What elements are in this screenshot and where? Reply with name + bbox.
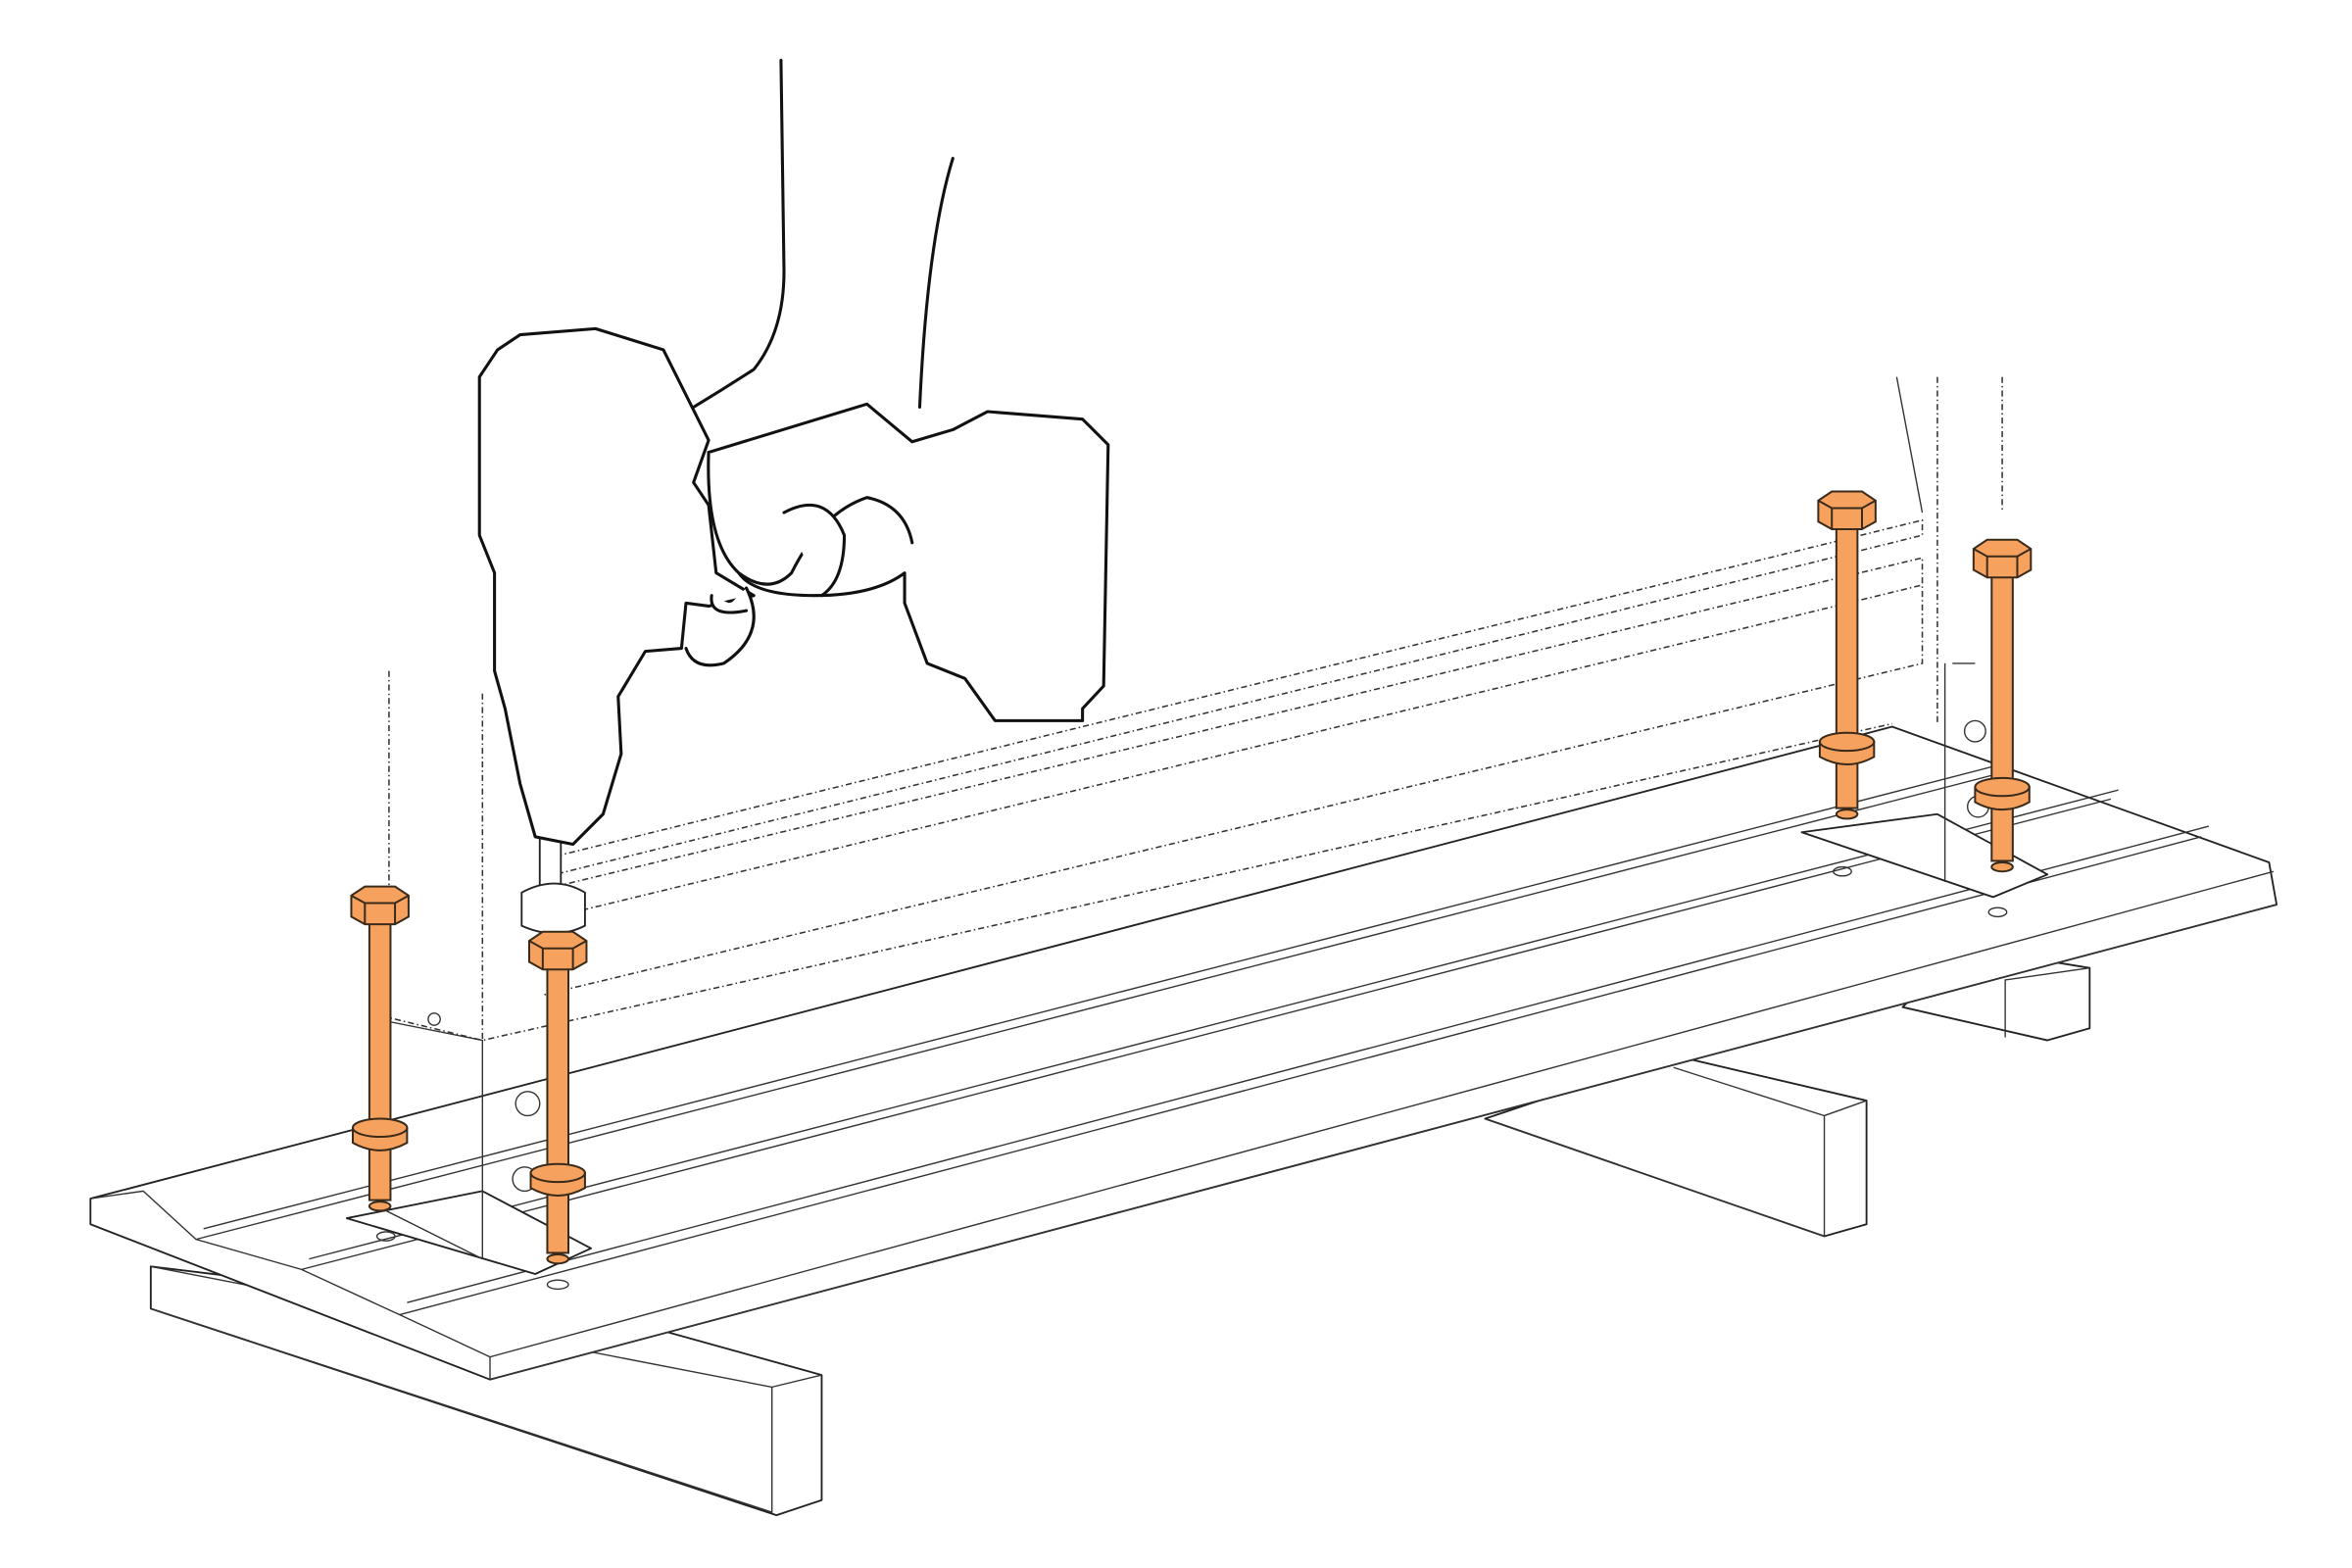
bolts [350,490,2033,1265]
pallet-deck [89,725,2278,1381]
hex-bolt [1817,490,1877,820]
hex-bolt [350,885,410,1212]
hand-with-drill [477,59,1110,847]
hex-bolt [528,930,588,1265]
bracket-right [1800,662,2049,918]
hex-bolt [1972,538,2033,873]
panel-outline [388,376,2003,1042]
drill-socket [520,835,586,935]
